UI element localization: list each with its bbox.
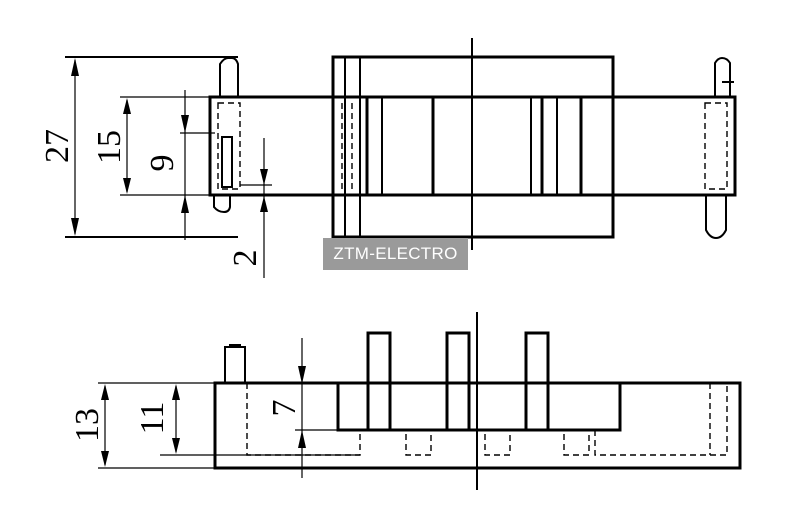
top-view: 27 15 9 2 <box>39 38 737 278</box>
dimension-27: 27 <box>39 129 76 163</box>
watermark-label: ZTM-ELECTRO <box>323 238 468 270</box>
dimension-9: 9 <box>144 155 181 172</box>
dimension-13: 13 <box>69 408 106 442</box>
dimension-7: 7 <box>266 400 303 417</box>
dimension-11: 11 <box>134 402 171 435</box>
side-view: 13 11 7 <box>69 312 742 490</box>
dimension-2: 2 <box>227 250 264 267</box>
dimension-15: 15 <box>91 130 128 164</box>
